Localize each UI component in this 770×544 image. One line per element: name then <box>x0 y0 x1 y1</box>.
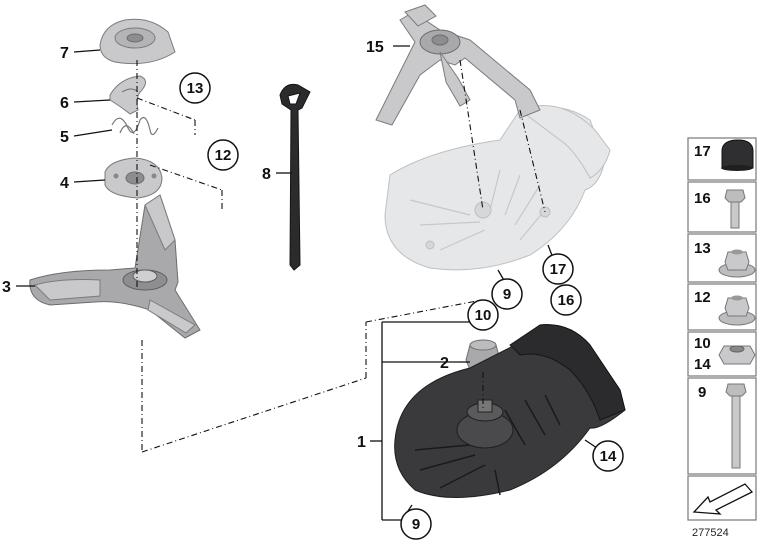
callout-10: 10 <box>467 299 499 331</box>
svg-text:16: 16 <box>694 190 711 207</box>
callout-3: 3 <box>2 279 11 296</box>
callout-17: 17 <box>542 253 574 285</box>
svg-text:14: 14 <box>694 356 711 373</box>
panel-row-12: 12 <box>687 283 757 331</box>
bracket-part-15 <box>375 4 541 126</box>
strap-part-8 <box>279 84 311 271</box>
panel-row-16: 16 <box>687 181 757 233</box>
svg-text:17: 17 <box>694 143 711 160</box>
callout-14: 14 <box>592 440 624 472</box>
direction-arrow-box <box>687 475 757 521</box>
cap-part-7 <box>99 18 176 65</box>
callout-7: 7 <box>60 45 69 62</box>
svg-text:10: 10 <box>475 307 492 324</box>
tripod-bracket-part-3 <box>29 194 201 339</box>
callout-9-upper: 9 <box>491 278 523 310</box>
callout-5: 5 <box>60 129 69 146</box>
panel-row-17: 17 <box>687 137 757 181</box>
svg-text:13: 13 <box>694 240 711 257</box>
svg-text:13: 13 <box>187 80 204 97</box>
direction-arrow-icon <box>692 483 754 515</box>
svg-text:9: 9 <box>412 516 420 533</box>
svg-text:12: 12 <box>694 289 711 306</box>
spare-wheel-tray-ghost <box>384 105 611 271</box>
panel-row-9: 9 <box>687 377 757 475</box>
callout-8: 8 <box>262 166 271 183</box>
svg-text:9: 9 <box>698 384 706 401</box>
parts-panel: 17 16 13 12 10 <box>687 137 757 539</box>
callout-1: 1 <box>357 434 366 451</box>
spare-wheel-tray-part-14 <box>394 324 626 498</box>
callout-6: 6 <box>60 95 69 112</box>
svg-text:16: 16 <box>558 292 575 309</box>
callout-15: 15 <box>366 39 384 56</box>
callout-9-lower: 9 <box>400 508 432 540</box>
callout-12: 12 <box>207 139 239 171</box>
svg-text:14: 14 <box>600 448 617 465</box>
panel-row-13: 13 <box>687 233 757 283</box>
svg-text:12: 12 <box>215 147 232 164</box>
panel-row-10-14: 10 14 <box>687 331 757 377</box>
callout-16: 16 <box>550 284 582 316</box>
flange-plate-part-4 <box>104 157 163 199</box>
callout-13: 13 <box>179 72 211 104</box>
callout-2: 2 <box>440 355 449 372</box>
svg-text:10: 10 <box>694 335 711 352</box>
spring-part-5 <box>111 117 159 136</box>
svg-text:9: 9 <box>503 286 511 303</box>
svg-text:17: 17 <box>550 261 567 278</box>
clip-part-6 <box>109 75 146 115</box>
callout-4: 4 <box>60 175 69 192</box>
diagram-id: 277524 <box>692 527 729 539</box>
